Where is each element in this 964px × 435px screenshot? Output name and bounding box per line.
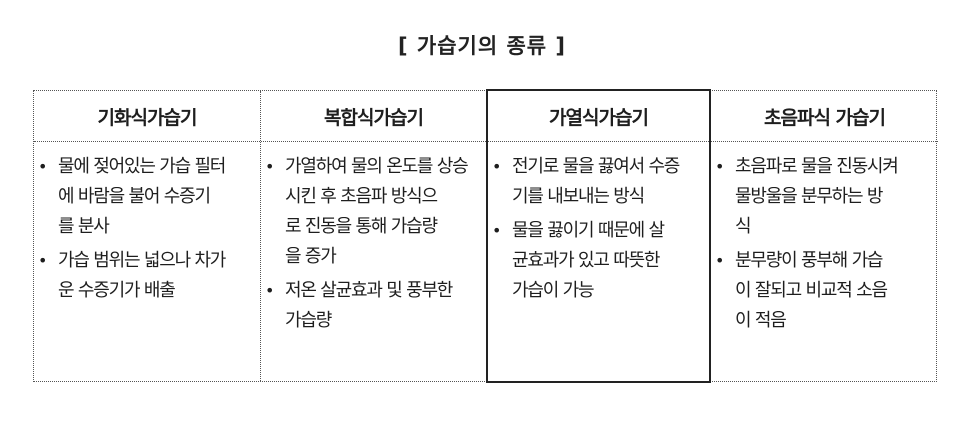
- item-text-line: 로 진동을 통해 가습량: [285, 216, 438, 237]
- item-text-line: 저온 살균효과 및 풍부한: [285, 280, 453, 301]
- item-text-line: 가습이 가능: [512, 280, 595, 301]
- item-text-line: 균효과가 있고 따뜻한: [512, 250, 660, 271]
- column-evaporative: 기화식가습기 • 물에 젖어있는 가습 필터 에 바람을 불어 수증기 를 분사…: [34, 91, 261, 381]
- list-item: • 전기로 물을 끓여서 수증 기를 내보내는 방식: [490, 152, 709, 212]
- bullet: •: [265, 281, 274, 300]
- bullet: •: [265, 157, 274, 176]
- item-text-line: 물방울을 분무하는 방: [735, 186, 883, 207]
- column-body: • 전기로 물을 끓여서 수증 기를 내보내는 방식 • 물을 끓이기 때문에 …: [488, 142, 709, 381]
- item-text-line: 시킨 후 초음파 방식으: [285, 186, 438, 207]
- bullet: •: [38, 157, 47, 176]
- column-header: 초음파식 가습기: [711, 91, 938, 142]
- bullet: •: [38, 251, 47, 270]
- item-text-line: 분무량이 풍부해 가습: [735, 250, 883, 271]
- list-item: • 저온 살균효과 및 풍부한 가습량: [263, 276, 486, 336]
- item-text-line: 를 분사: [58, 216, 110, 237]
- column-header: 기화식가습기: [34, 91, 260, 142]
- item-text-line: 물을 끓이기 때문에 살: [512, 220, 665, 241]
- item-text-line: 기를 내보내는 방식: [512, 186, 645, 207]
- item-text-line: 가습 범위는 넓으나 차가: [58, 250, 226, 271]
- item-text-line: 가습량: [285, 310, 332, 331]
- bullet: •: [492, 221, 501, 240]
- column-body: • 물에 젖어있는 가습 필터 에 바람을 불어 수증기 를 분사 • 가습 범…: [34, 142, 260, 381]
- item-text-line: 전기로 물을 끓여서 수증: [512, 156, 680, 177]
- column-header: 복합식가습기: [261, 91, 486, 142]
- item-text-line: 초음파로 물을 진동시켜: [735, 156, 899, 177]
- item-text-line: 을 증가: [285, 246, 337, 267]
- column-body: • 가열하여 물의 온도를 상승 시킨 후 초음파 방식으 로 진동을 통해 가…: [261, 142, 486, 381]
- humidifier-types-table: 기화식가습기 • 물에 젖어있는 가습 필터 에 바람을 불어 수증기 를 분사…: [33, 89, 938, 383]
- column-steam: 가열식가습기 • 전기로 물을 끓여서 수증 기를 내보내는 방식 • 물을 끓…: [486, 89, 711, 383]
- list-item: • 가열하여 물의 온도를 상승 시킨 후 초음파 방식으 로 진동을 통해 가…: [263, 152, 486, 272]
- list-item: • 물에 젖어있는 가습 필터 에 바람을 불어 수증기 를 분사: [36, 152, 260, 242]
- item-text-line: 가열하여 물의 온도를 상승: [285, 156, 469, 177]
- bullet: •: [492, 157, 501, 176]
- item-text-line: 물에 젖어있는 가습 필터: [58, 156, 226, 177]
- column-header: 가열식가습기: [488, 91, 709, 142]
- item-text-line: 식: [735, 216, 752, 237]
- list-item: • 초음파로 물을 진동시켜 물방울을 분무하는 방 식: [713, 152, 938, 242]
- list-item: • 분무량이 풍부해 가습 이 잘되고 비교적 소음 이 적음: [713, 246, 938, 336]
- column-ultrasonic: 초음파식 가습기 • 초음파로 물을 진동시켜 물방울을 분무하는 방 식 • …: [711, 91, 938, 381]
- item-text-line: 에 바람을 불어 수증기: [58, 186, 211, 207]
- item-text-line: 이 잘되고 비교적 소음: [735, 280, 888, 301]
- list-item: • 가습 범위는 넓으나 차가 운 수증기가 배출: [36, 246, 260, 306]
- column-hybrid: 복합식가습기 • 가열하여 물의 온도를 상승 시킨 후 초음파 방식으 로 진…: [261, 91, 486, 381]
- bullet: •: [715, 251, 724, 270]
- item-text-line: 운 수증기가 배출: [58, 280, 176, 301]
- page-title: [ 가습기의 종류 ]: [397, 34, 567, 58]
- bullet: •: [715, 157, 724, 176]
- item-text-line: 이 적음: [735, 310, 787, 331]
- column-body: • 초음파로 물을 진동시켜 물방울을 분무하는 방 식 • 분무량이 풍부해 …: [711, 142, 938, 381]
- list-item: • 물을 끓이기 때문에 살 균효과가 있고 따뜻한 가습이 가능: [490, 216, 709, 306]
